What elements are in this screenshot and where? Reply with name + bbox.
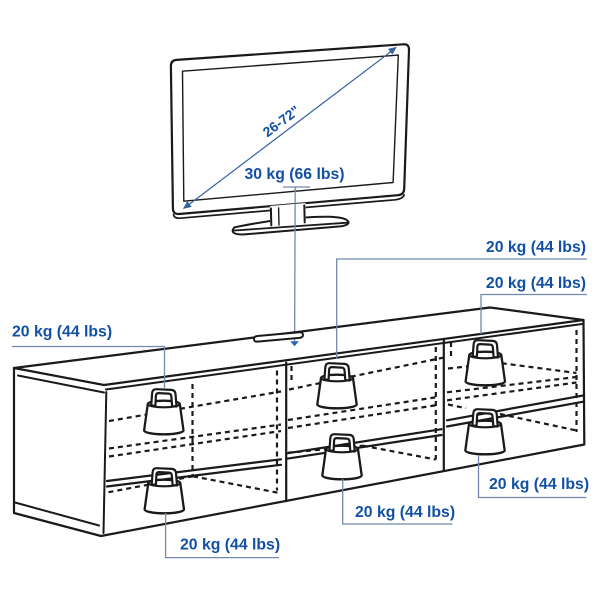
svg-text:30 kg (66 lbs): 30 kg (66 lbs) xyxy=(244,166,344,183)
svg-text:20 kg (44 lbs): 20 kg (44 lbs) xyxy=(489,476,589,493)
svg-text:20 kg (44 lbs): 20 kg (44 lbs) xyxy=(355,504,455,521)
svg-text:20 kg (44 lbs): 20 kg (44 lbs) xyxy=(12,324,112,341)
svg-text:20 kg (44 lbs): 20 kg (44 lbs) xyxy=(486,275,586,292)
svg-text:20 kg (44 lbs): 20 kg (44 lbs) xyxy=(180,537,280,554)
svg-text:20 kg (44 lbs): 20 kg (44 lbs) xyxy=(486,239,586,256)
